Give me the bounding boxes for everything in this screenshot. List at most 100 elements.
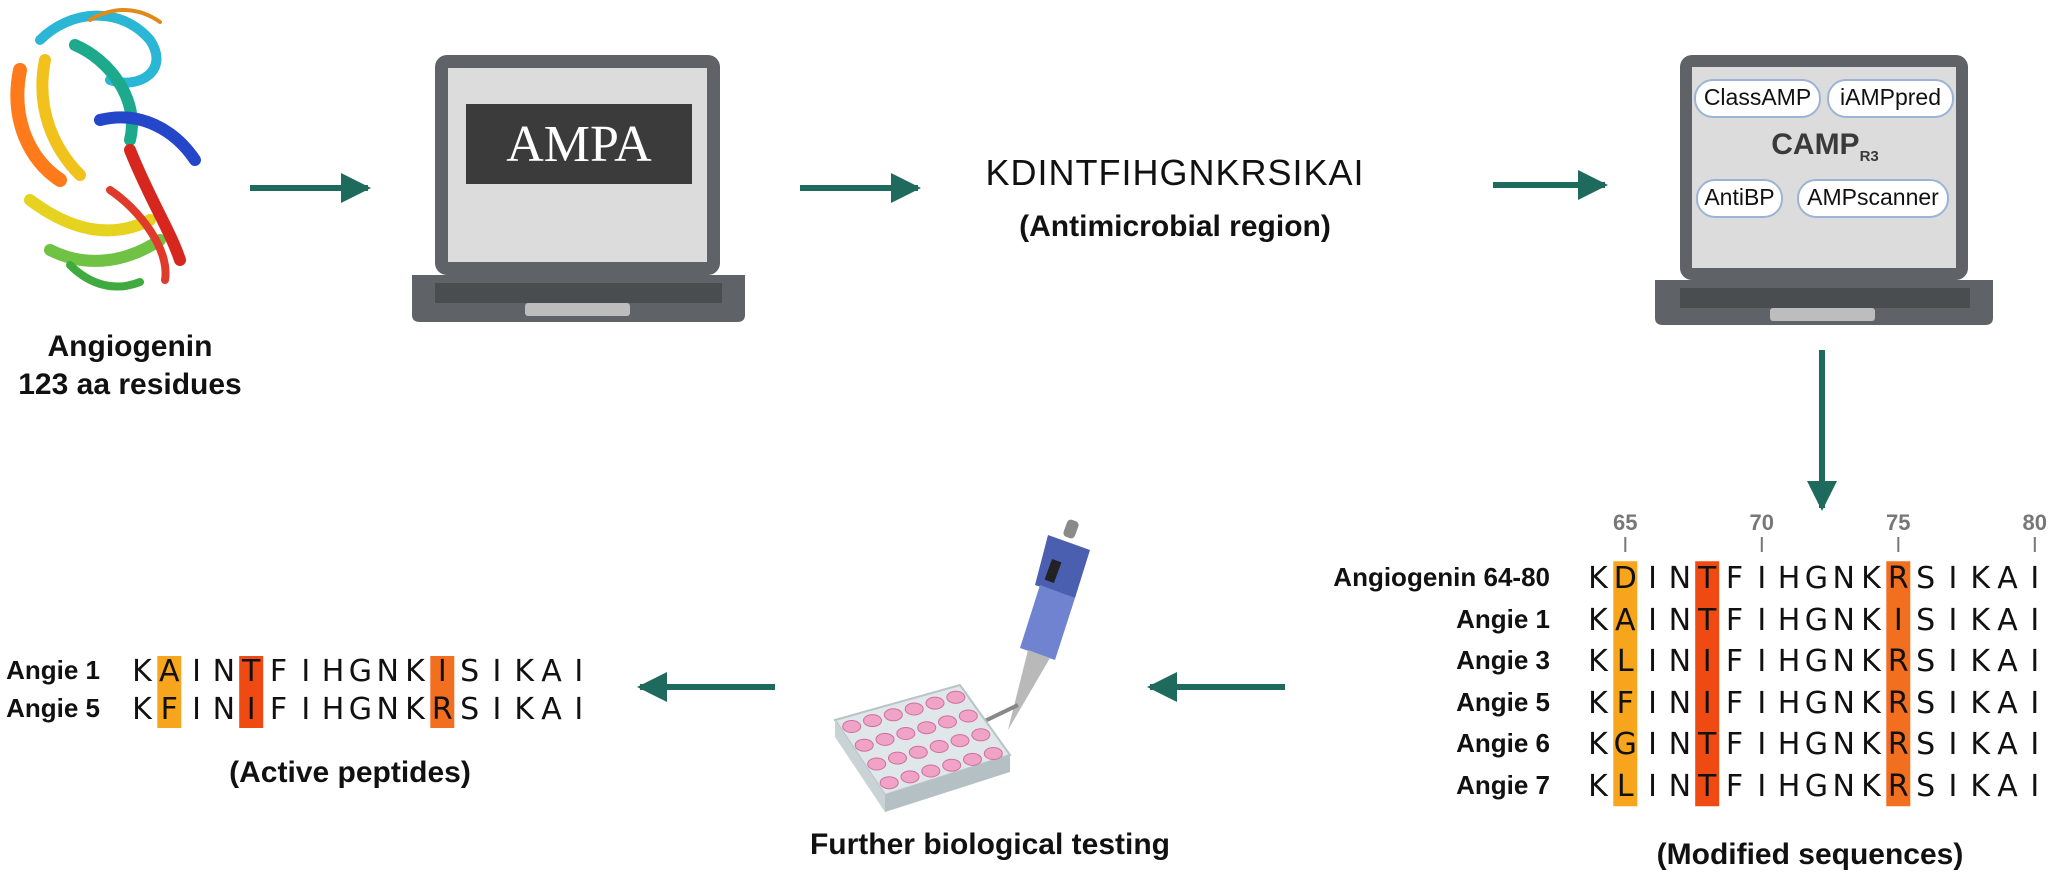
modified-residue: K	[1588, 561, 1608, 596]
active-residue: I	[246, 692, 256, 727]
plate-well	[942, 758, 962, 772]
modified-residue: I	[1648, 602, 1658, 638]
active-residue: F	[269, 692, 288, 727]
tool-camp: CAMPR3	[1760, 128, 1890, 165]
modified-residue: N	[1668, 644, 1692, 679]
active-residue: T	[242, 654, 261, 689]
modified-residue: G	[1804, 644, 1829, 679]
modified-residue: K	[1588, 727, 1608, 762]
modified-residue: N	[1668, 561, 1692, 596]
modified-residue: L	[1616, 644, 1634, 679]
modified-residue: K	[1970, 644, 1991, 679]
protein-residues: 123 aa residues	[18, 368, 242, 401]
modified-residue: I	[1648, 727, 1658, 762]
active-highlight-col-11	[430, 656, 455, 728]
ampa-label: AMPA	[506, 116, 652, 173]
modified-residue: K	[1588, 685, 1608, 721]
modified-row-label: Angie 6	[1456, 728, 1550, 758]
modified-residue: I	[1948, 727, 1958, 762]
modified-residue: I	[1948, 768, 1958, 804]
active-row-label: Angie 1	[6, 655, 100, 685]
active-residue: R	[431, 692, 453, 727]
modified-residue: N	[1668, 727, 1692, 762]
active-residue: I	[301, 654, 311, 689]
modified-residue: S	[1916, 768, 1936, 804]
modified-residue: G	[1804, 602, 1829, 638]
modified-residue: K	[1970, 561, 1991, 596]
modified-residue: S	[1916, 727, 1936, 762]
active-residue: A	[541, 692, 562, 727]
modified-residue: K	[1970, 602, 1991, 638]
modified-residue: A	[1997, 561, 2018, 596]
position-tick-label: 80	[2023, 510, 2047, 535]
modified-residue: K	[1970, 768, 1991, 804]
modified-residue: I	[1702, 644, 1712, 679]
modified-residue: A	[1997, 685, 2018, 721]
modified-residue: H	[1777, 561, 1801, 596]
modified-row-label: Angie 1	[1456, 603, 1550, 634]
modified-residue: R	[1887, 644, 1909, 679]
plate-well	[842, 720, 862, 733]
modified-residue: I	[2030, 727, 2040, 762]
modified-residue: I	[1757, 644, 1767, 679]
active-residue: S	[460, 692, 480, 727]
modified-residue: I	[1948, 644, 1958, 679]
modified-residue: K	[1588, 768, 1608, 804]
modified-residue: I	[2030, 768, 2040, 804]
active-residue: N	[212, 692, 236, 727]
modified-residue: N	[1832, 561, 1855, 596]
modified-caption: (Modified sequences)	[1656, 838, 1964, 871]
modified-residue: S	[1916, 685, 1936, 721]
modified-residue: K	[1861, 644, 1881, 679]
plate-well	[854, 738, 874, 752]
modified-residue: H	[1777, 685, 1801, 721]
modified-residue: G	[1804, 561, 1829, 596]
plate-well	[896, 727, 916, 740]
modified-residue: F	[1725, 602, 1744, 638]
modified-residue: A	[1615, 602, 1636, 638]
plate-well	[900, 770, 920, 784]
modified-residue: I	[1948, 602, 1958, 638]
testing-caption: Further biological testing	[809, 828, 1170, 861]
modified-residue: I	[1757, 602, 1767, 638]
modified-residue: H	[1777, 644, 1801, 679]
modified-residue: R	[1887, 561, 1909, 596]
modified-residue: I	[2030, 602, 2040, 638]
modified-residue: G	[1804, 768, 1829, 804]
modified-residue: I	[1757, 768, 1767, 804]
modified-residue: I	[1757, 561, 1767, 596]
camp-main: CAMP	[1771, 128, 1860, 161]
modified-residue: I	[1893, 602, 1903, 638]
active-residue: N	[376, 692, 399, 727]
modified-residue: K	[1588, 602, 1608, 638]
modified-residue: R	[1887, 685, 1909, 721]
plate-well	[875, 732, 895, 746]
modified-residue: L	[1616, 768, 1634, 804]
modified-residue: F	[1725, 727, 1744, 762]
protein-structure-icon	[10, 8, 201, 291]
well-plate-icon	[833, 683, 1012, 812]
active-residue: I	[192, 654, 202, 689]
modified-residue: T	[1698, 768, 1717, 804]
active-residue: I	[574, 692, 584, 727]
modified-residue: I	[1648, 561, 1658, 596]
modified-residue: I	[1648, 644, 1658, 679]
active-residue: I	[301, 692, 311, 727]
plate-well	[963, 752, 982, 766]
modified-residue: K	[1970, 727, 1991, 762]
modified-residue: I	[1648, 768, 1658, 804]
modified-residue: K	[1861, 602, 1881, 638]
active-residue: K	[405, 654, 425, 689]
modified-residue: S	[1916, 602, 1936, 638]
modified-residue: I	[2030, 561, 2040, 596]
modified-residue: F	[1725, 685, 1744, 721]
plate-well	[925, 696, 945, 710]
active-residue: I	[492, 692, 502, 727]
active-residue: I	[192, 692, 202, 727]
modified-residue: K	[1861, 768, 1881, 804]
pipette-icon	[934, 519, 1090, 747]
modified-residue: N	[1668, 685, 1692, 721]
modified-residue: T	[1698, 727, 1717, 762]
